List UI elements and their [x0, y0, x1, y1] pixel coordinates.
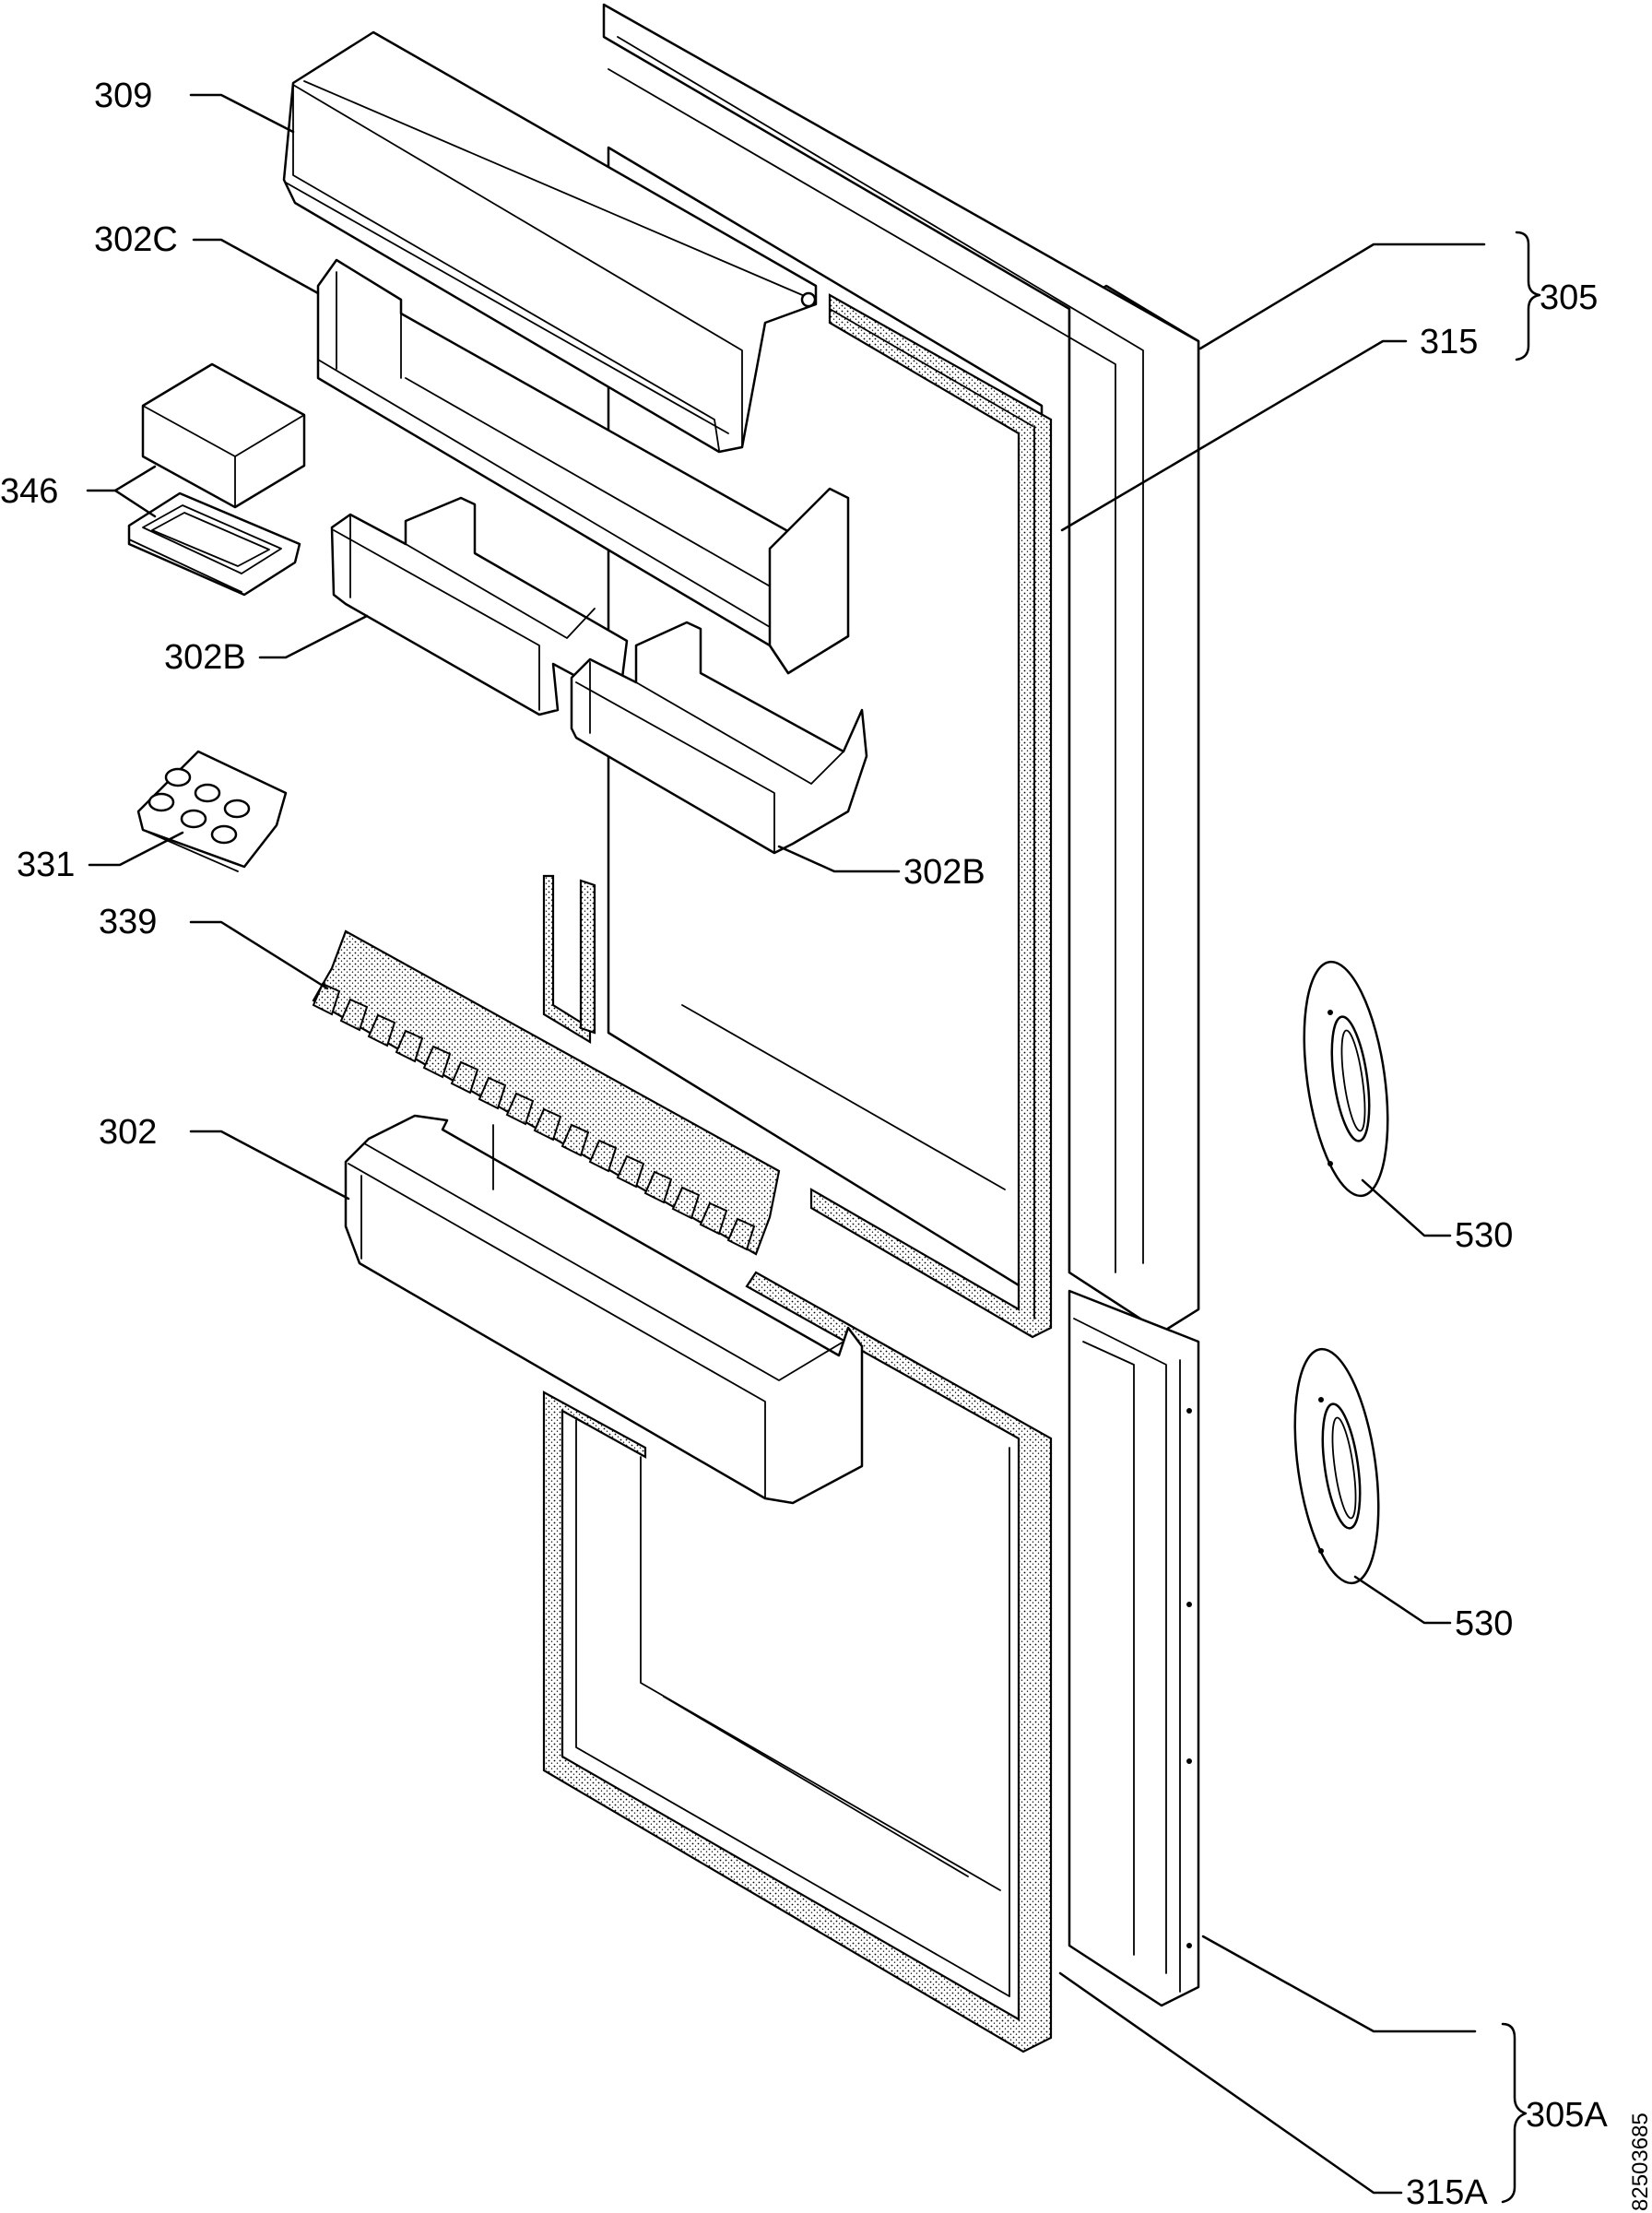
label-302b-right: 302B — [903, 853, 985, 892]
label-302c: 302C — [94, 220, 178, 259]
label-530-bottom: 530 — [1455, 1604, 1513, 1643]
label-305a: 305A — [1526, 2096, 1608, 2135]
bottle-retainer-339 — [312, 929, 781, 1256]
brace-305a — [1501, 2022, 1528, 2204]
label-331: 331 — [17, 846, 75, 884]
label-305: 305 — [1540, 278, 1598, 317]
dairy-lid-309 — [282, 30, 818, 454]
storage-box-346 — [127, 362, 306, 597]
label-302b-left: 302B — [164, 638, 246, 677]
label-315: 315 — [1420, 323, 1478, 361]
label-346: 346 — [0, 472, 58, 511]
egg-tray-331 — [136, 750, 288, 872]
lower-door-gasket-315a — [542, 1271, 1053, 2053]
label-309: 309 — [94, 77, 152, 115]
drawing-reference-code: 82503685 — [1628, 2112, 1652, 2211]
lower-door-305a — [1068, 1289, 1200, 2007]
label-530-top: 530 — [1455, 1216, 1513, 1255]
bottle-shelf-302 — [344, 1114, 864, 1505]
door-shelf-302c — [316, 258, 850, 675]
upper-door-gasket-315 — [542, 293, 1053, 1339]
leader-lines — [86, 93, 1486, 2195]
handle-cover-530-bottom — [1293, 1347, 1380, 1585]
label-339: 339 — [99, 903, 157, 941]
label-315a: 315A — [1406, 2173, 1488, 2212]
door-bin-302b-right — [570, 621, 868, 855]
label-302: 302 — [99, 1113, 157, 1152]
door-bin-302b-left — [330, 496, 629, 716]
brace-305 — [1515, 231, 1541, 361]
handle-cover-530-top — [1303, 960, 1389, 1198]
